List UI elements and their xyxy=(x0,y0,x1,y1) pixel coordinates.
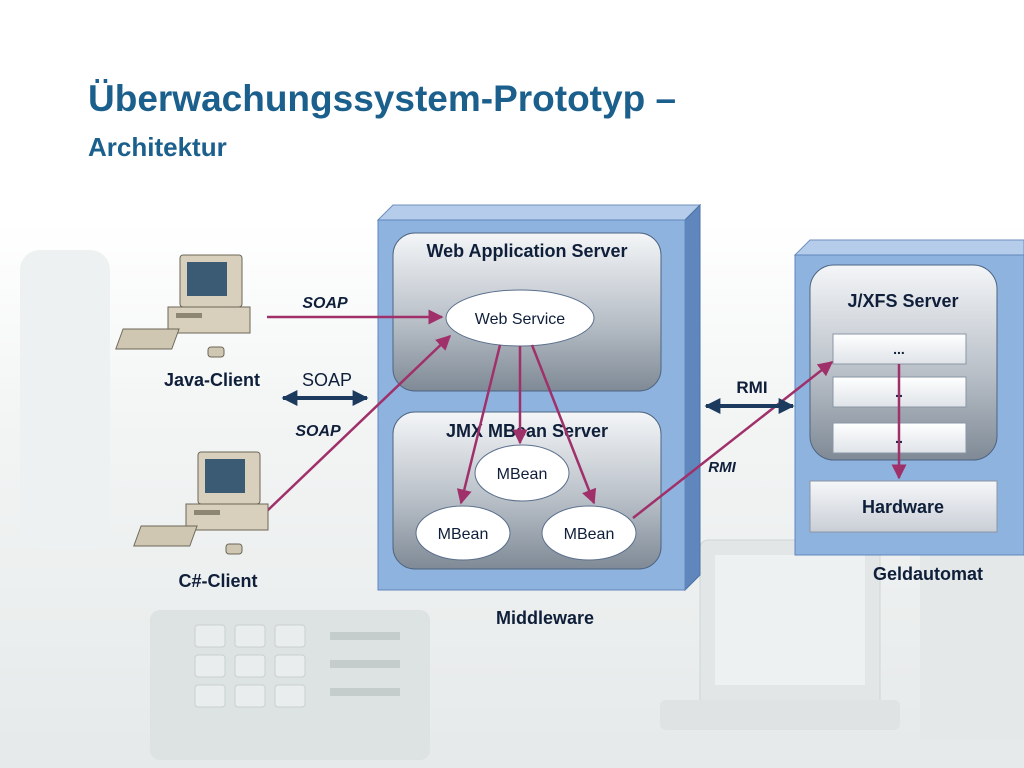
soap-label-bottom: SOAP xyxy=(295,423,341,440)
rmi-arrow-mbean-to-jxfs xyxy=(632,361,834,519)
mbean-label: MBean xyxy=(497,466,548,483)
web-app-server-label: Web Application Server xyxy=(426,241,627,261)
hardware-label: Hardware xyxy=(862,497,944,517)
mbean-label: MBean xyxy=(564,526,615,543)
mbean-node xyxy=(541,505,637,561)
jxfs-server-label: J/XFS Server xyxy=(847,291,958,311)
hardware-box xyxy=(809,480,998,533)
soap-label-top: SOAP xyxy=(302,295,348,312)
page-subtitle: Architektur xyxy=(88,132,227,162)
geldautomat-label: Geldautomat xyxy=(873,564,983,584)
jxfs-slot xyxy=(832,333,967,365)
jxfs-slot-label: ... xyxy=(893,341,905,357)
jmx-server-label: JMX MBean Server xyxy=(446,421,608,441)
csharp-client-label: C#-Client xyxy=(178,571,257,591)
rmi-label-italic: RMI xyxy=(708,459,736,476)
ws-to-mbean-right-arrow xyxy=(530,344,597,505)
mbean-node xyxy=(415,505,511,561)
rmi-label-top: RMI xyxy=(736,378,767,397)
middleware-label: Middleware xyxy=(496,608,594,628)
computer-icon xyxy=(115,254,251,358)
soap-label-middle: SOAP xyxy=(302,370,352,390)
computer-icon xyxy=(133,451,269,555)
page-title: Überwachungssystem-Prototyp – xyxy=(88,78,677,119)
ws-to-mbean-left-arrow xyxy=(456,344,502,505)
web-service-label: Web Service xyxy=(475,311,566,328)
mbean-label: MBean xyxy=(438,526,489,543)
mbean-node xyxy=(474,444,570,502)
soap-arrow-csharp xyxy=(266,334,452,512)
java-client-label: Java-Client xyxy=(164,370,260,390)
